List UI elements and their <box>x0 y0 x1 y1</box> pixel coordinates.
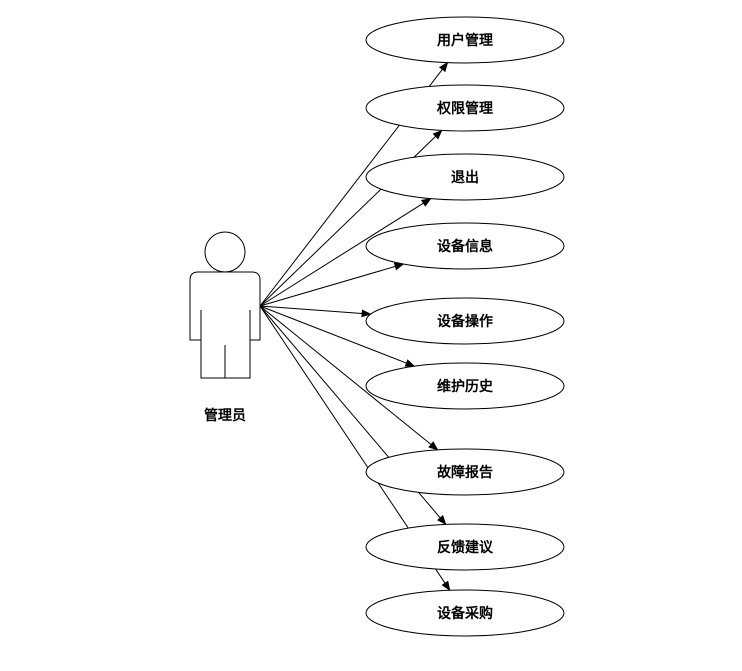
use-case-item: 故障报告 <box>365 448 565 496</box>
actor-label: 管理员 <box>204 407 246 424</box>
use-case-label: 用户管理 <box>437 32 493 49</box>
use-case-label: 故障报告 <box>437 464 493 481</box>
use-case-label: 维护历史 <box>437 378 494 395</box>
use-case-item: 设备操作 <box>365 297 565 345</box>
use-case-label: 权限管理 <box>436 100 493 117</box>
use-case-label: 设备操作 <box>437 313 493 330</box>
actor-head <box>204 231 246 273</box>
use-case-item: 设备采购 <box>365 589 565 637</box>
use-case-item: 维护历史 <box>365 362 565 410</box>
association-arrow <box>259 305 439 451</box>
use-case-label: 退出 <box>451 169 479 186</box>
use-case-ellipse <box>365 523 565 571</box>
use-case-item: 用户管理 <box>365 16 565 64</box>
use-case-list: 用户管理 权限管理 退出 设备信息 设备操作 维护历史 故障报告 反馈建议 <box>365 16 565 637</box>
use-case-ellipse <box>365 448 565 496</box>
use-case-item: 设备信息 <box>365 222 565 270</box>
use-case-ellipse <box>365 297 565 345</box>
use-case-ellipse <box>365 153 565 201</box>
use-case-ellipse <box>365 84 565 132</box>
association-arrow <box>259 262 405 307</box>
actor-figure <box>189 231 261 379</box>
use-case-item: 权限管理 <box>365 84 565 132</box>
actor-body <box>189 271 261 379</box>
use-case-label: 设备采购 <box>437 605 493 622</box>
use-case-ellipse <box>365 362 565 410</box>
use-case-label: 反馈建议 <box>437 539 494 556</box>
association-arrow <box>259 305 372 318</box>
use-case-label: 设备信息 <box>437 238 493 255</box>
association-arrow <box>259 305 416 367</box>
use-case-ellipse <box>365 589 565 637</box>
use-case-ellipse <box>365 16 565 64</box>
use-case-item: 退出 <box>365 153 565 201</box>
use-case-ellipse <box>365 222 565 270</box>
association-arrow <box>259 198 432 307</box>
use-case-item: 反馈建议 <box>365 523 565 571</box>
